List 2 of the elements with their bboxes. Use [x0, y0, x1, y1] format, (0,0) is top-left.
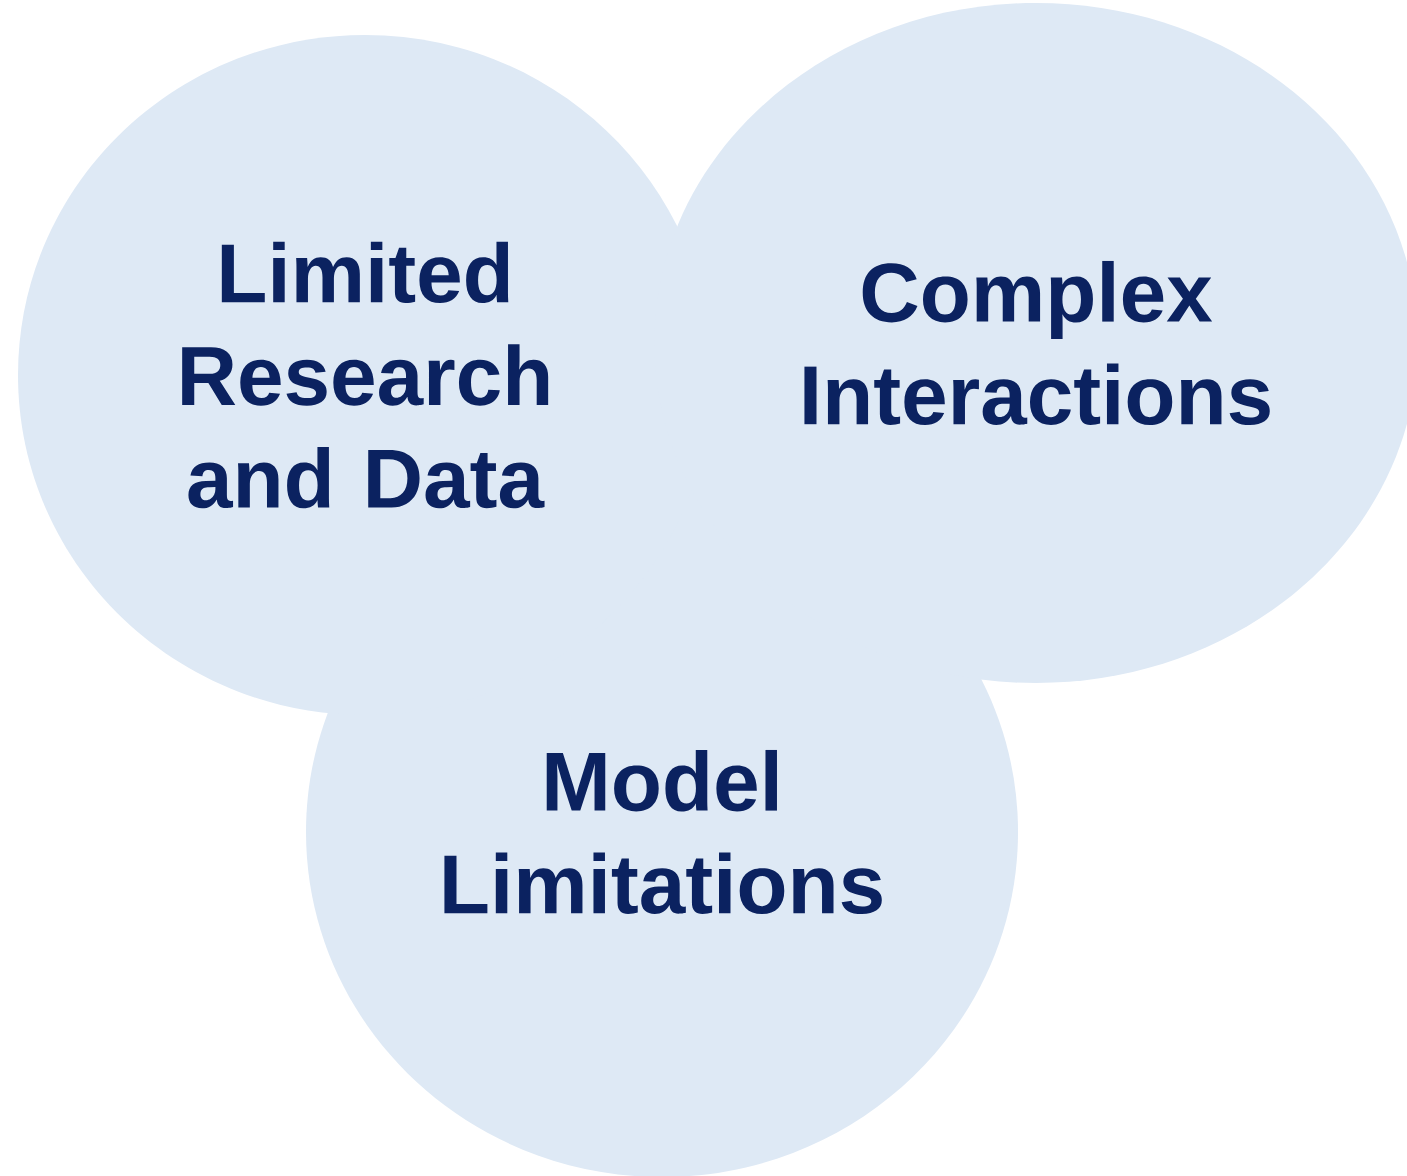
- node-label: Complex Interactions: [804, 260, 1270, 426]
- node-label: Model Limitations: [444, 749, 882, 915]
